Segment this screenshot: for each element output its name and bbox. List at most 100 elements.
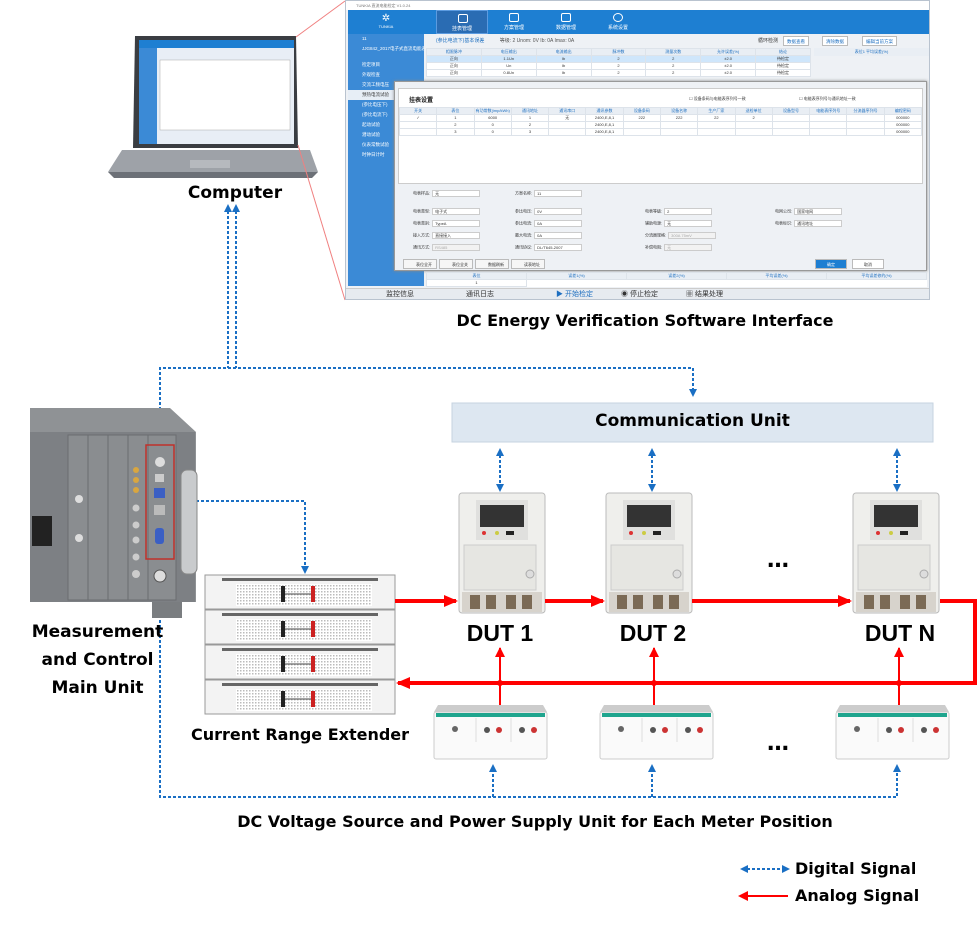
form-field[interactable]: 辅助电源:无 xyxy=(645,220,713,227)
sidebar-item[interactable]: 检定项目 xyxy=(362,62,380,67)
form-field[interactable]: 补偿电阻:无 xyxy=(645,244,713,251)
column-header: 表位 xyxy=(436,107,475,115)
form-field[interactable]: 参比电压:0V xyxy=(515,208,583,215)
list-icon xyxy=(561,13,571,22)
form-field[interactable]: 参比电流:0A xyxy=(515,220,583,227)
tab-data-management[interactable]: 数据管理 xyxy=(540,10,592,34)
clear-data-button[interactable]: 清除数据 xyxy=(822,36,848,46)
field-value[interactable]: 0A xyxy=(534,220,583,227)
refresh-data-button[interactable]: 数据刷新 xyxy=(475,259,509,269)
form-field[interactable]: 最大电流:0A xyxy=(515,232,583,239)
sidebar-item[interactable]: (参比电压下) xyxy=(362,102,388,107)
form-field[interactable]: 电表标识:通讯地址 xyxy=(775,220,843,227)
table-cell: 待检定 xyxy=(755,62,811,70)
start-verification-button[interactable]: ▶ 开始检定 xyxy=(556,291,593,298)
legend-digital-label: Digital Signal xyxy=(795,859,917,878)
edit-scheme-button[interactable]: 编辑当前方案 xyxy=(862,36,897,46)
measurement-control-main-unit xyxy=(30,408,198,618)
column-header: 编程密码 xyxy=(883,107,923,115)
sidebar-item[interactable]: 外观检查 xyxy=(362,72,380,77)
scheme-field[interactable]: 方案名称:11 xyxy=(515,190,583,197)
stop-verification-button[interactable]: ◉ 停止检定 xyxy=(621,291,658,298)
meter-setup-dialog: 挂表设置 ☐ 设备条码与电能表序列号一致 ☐ 电能表序列号与通讯地址一致 开关表… xyxy=(394,81,927,271)
field-value[interactable]: 电子式 xyxy=(432,208,481,215)
field-value[interactable]: 通讯地址 xyxy=(794,220,843,227)
checkbox-serial-address[interactable]: ☐ 电能表序列号与通讯地址一致 xyxy=(799,96,856,101)
table-row[interactable]: 1 xyxy=(426,279,927,287)
table-cell: 3 xyxy=(436,128,475,136)
table-cell: 2 xyxy=(590,62,647,70)
sidebar-item[interactable]: 11 xyxy=(362,36,367,41)
sidebar-item[interactable]: 预热电流试验 xyxy=(348,90,412,100)
table-cell xyxy=(809,121,848,129)
field-value[interactable]: RS485 xyxy=(432,244,481,251)
field-value[interactable]: TypeA xyxy=(432,220,481,227)
open-all-positions-button[interactable]: 表位全开 xyxy=(403,259,437,269)
table-cell: 2400,E,8,1 xyxy=(585,128,624,136)
field-value[interactable]: 国家电网 xyxy=(794,208,843,215)
field-label: 电表等级: xyxy=(645,208,663,214)
checkbox-barcode-serial[interactable]: ☐ 设备条码与电能表序列号一致 xyxy=(689,96,746,101)
form-field[interactable]: 电表等级:2 xyxy=(645,208,713,215)
result-processing-button[interactable]: ▦ 结果处理 xyxy=(686,291,723,298)
sidebar-item[interactable]: (参比电流下) xyxy=(362,112,388,117)
sidebar-item[interactable]: 潜动试验 xyxy=(362,132,380,137)
sidebar-item[interactable]: 起动试验 xyxy=(362,122,380,127)
field-value[interactable]: 0A xyxy=(534,232,583,239)
computer-laptop xyxy=(108,36,318,178)
form-field[interactable]: 电表类别:TypeA xyxy=(413,220,481,227)
sample-field[interactable]: 电表样品:无 xyxy=(413,190,481,197)
confirm-button[interactable]: 确定 xyxy=(815,259,847,269)
form-field[interactable]: 电表类型:电子式 xyxy=(413,208,481,215)
software-window: TUNKIA 直流电能检定 V1.0.24 ✲TUNKIA 挂表管理 方案管理 … xyxy=(345,0,930,300)
table-cell: 无 xyxy=(548,114,587,122)
legend-analog-label: Analog Signal xyxy=(795,886,920,905)
column-header: 误差1(%) xyxy=(526,272,627,280)
form-field[interactable]: 分流器规格:300A 75mV xyxy=(645,232,717,239)
form-field[interactable]: 接入方式:直接接入 xyxy=(413,232,481,239)
read-address-button[interactable]: 读表地址 xyxy=(511,259,545,269)
table-cell: 待检定 xyxy=(755,69,811,77)
field-value[interactable]: 0V xyxy=(534,208,583,215)
table-cell: 1.1Un xyxy=(480,55,537,63)
logo: ✲TUNKIA xyxy=(378,13,394,29)
field-value[interactable]: 300A 75mV xyxy=(668,232,717,239)
table-cell: 000000 xyxy=(883,121,923,129)
comm-log-button[interactable]: 通讯日志 xyxy=(466,291,494,298)
field-value[interactable]: 无 xyxy=(664,220,713,227)
table-cell: 正向 xyxy=(426,55,482,63)
tab-meter-management[interactable]: 挂表管理 xyxy=(436,10,488,34)
close-all-positions-button[interactable]: 表位全关 xyxy=(439,259,473,269)
column-header: 结论 xyxy=(755,48,811,56)
field-label: 参比电压: xyxy=(515,208,533,214)
sidebar-item[interactable]: 仪表常数试验 xyxy=(362,142,389,147)
cancel-button[interactable]: 取消 xyxy=(852,259,884,269)
tab-system-settings[interactable]: 系统设置 xyxy=(592,10,644,34)
form-field[interactable]: 通讯协议:DL/T645-2007 xyxy=(515,244,583,251)
field-value[interactable]: DL/T645-2007 xyxy=(534,244,583,251)
ellipsis-sources: … xyxy=(767,731,789,756)
field-value[interactable]: 直接接入 xyxy=(432,232,481,239)
loop-check[interactable]: 循环检测 xyxy=(758,38,779,44)
field-value[interactable]: 无 xyxy=(664,244,713,251)
table-cell xyxy=(622,128,661,136)
table-cell xyxy=(771,114,811,122)
form-field[interactable]: 通讯方式:RS485 xyxy=(413,244,481,251)
view-data-button[interactable]: 数据查看 xyxy=(783,36,809,46)
form-field[interactable]: 电网公司:国家电网 xyxy=(775,208,843,215)
sidebar-item[interactable]: JJG842_2017电子式直流电能表检定规程 xyxy=(362,46,424,51)
sidebar-item[interactable]: 交流工频电压 xyxy=(362,82,389,87)
table-cell: 3 xyxy=(510,128,550,136)
field-value[interactable]: 2 xyxy=(664,208,713,215)
monitor-info-button[interactable]: 监控信息 xyxy=(386,291,414,298)
tab-scheme-management[interactable]: 方案管理 xyxy=(488,10,540,34)
sidebar-item[interactable]: 时钟日计时 xyxy=(362,152,385,157)
